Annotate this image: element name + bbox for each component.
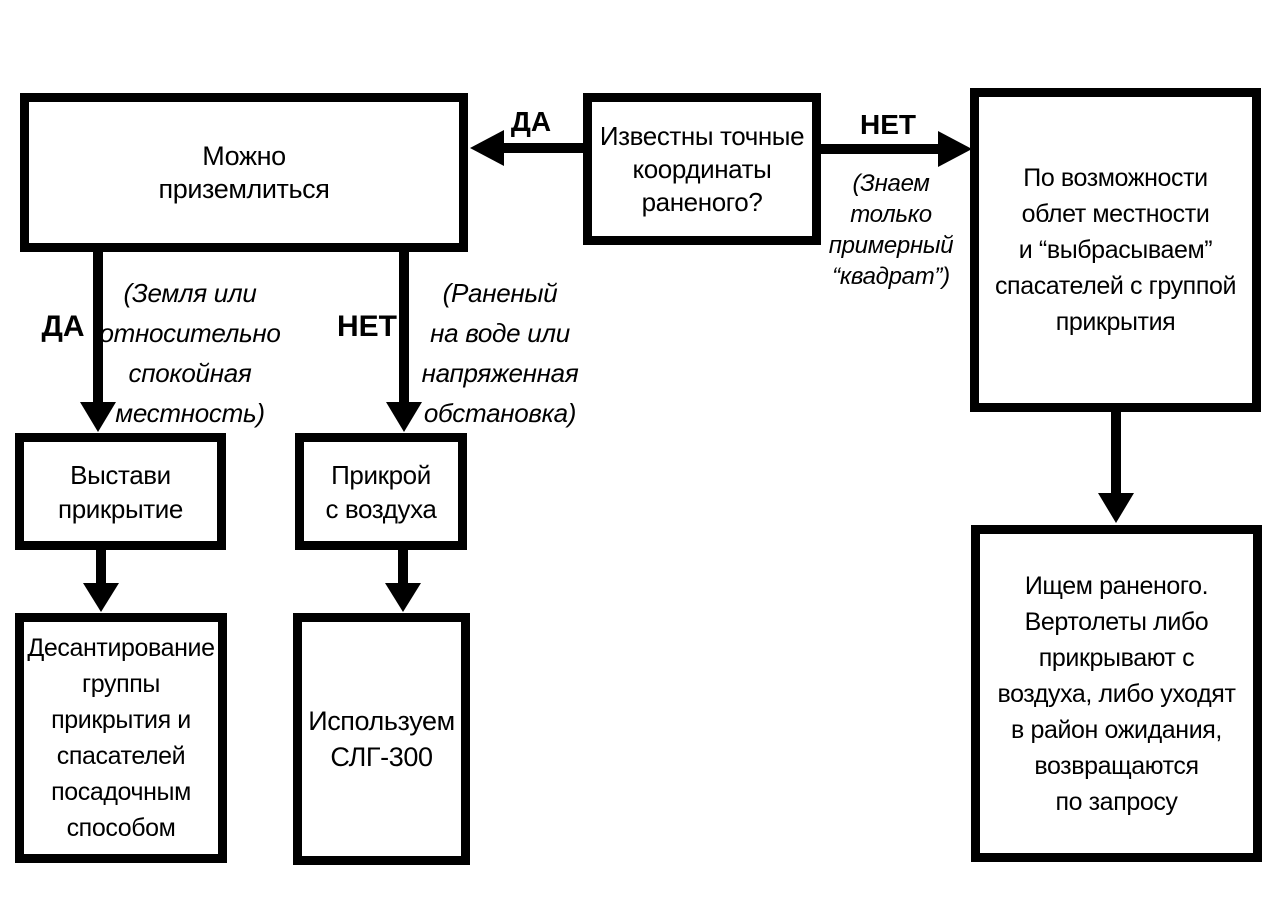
node-set-cover: Выстави прикрытие (15, 433, 226, 550)
edge-no-down-note: (Раненый на воде или напряженная обстано… (421, 278, 579, 428)
node-landing-deploy-text: Десантирование группы прикрытия и спасат… (27, 634, 215, 842)
node-can-land-text: Можно приземлиться (158, 140, 330, 204)
node-coords-question-text: Известны точные координаты раненого? (599, 120, 805, 217)
node-set-cover-text: Выстави прикрытие (58, 459, 183, 524)
edge-no-right-note: (Знаем только примерный “квадрат”) (828, 170, 954, 290)
arrow-no-down-head (386, 402, 422, 432)
arrow-set-cover-down-head (83, 583, 119, 612)
arrow-overfly-down-head (1098, 493, 1134, 523)
node-can-land: Можно приземлиться (20, 93, 468, 252)
arrow-yes-left-head (470, 130, 504, 166)
node-cover-from-air-text: Прикрой с воздуха (325, 459, 437, 524)
edge-yes-down-label: ДА (41, 310, 85, 343)
node-coords-question: Известны точные координаты раненого? (583, 93, 821, 245)
node-search-wounded-text: Ищем раненого. Вертолеты либо прикрывают… (997, 571, 1236, 816)
node-overfly-text: По возможности облет местности и “выбрас… (994, 164, 1237, 336)
arrow-cover-air-down-head (385, 583, 421, 612)
node-search-wounded: Ищем раненого. Вертолеты либо прикрывают… (971, 525, 1262, 862)
edge-no-right-label: НЕТ (860, 109, 916, 140)
node-landing-deploy: Десантирование группы прикрытия и спасат… (15, 613, 227, 863)
edge-yes-down-note: (Земля или относительно спокойная местно… (99, 278, 281, 428)
edge-no-down-label: НЕТ (337, 310, 397, 343)
edge-yes-left-label: ДА (510, 106, 552, 137)
node-use-slg300-text: Используем СЛГ-300 (308, 706, 455, 772)
arrow-no-right-head (938, 131, 972, 167)
node-use-slg300: Используем СЛГ-300 (293, 613, 470, 865)
node-cover-from-air: Прикрой с воздуха (295, 433, 467, 550)
node-overfly: По возможности облет местности и “выбрас… (970, 88, 1261, 412)
arrow-yes-down-head (80, 402, 116, 432)
